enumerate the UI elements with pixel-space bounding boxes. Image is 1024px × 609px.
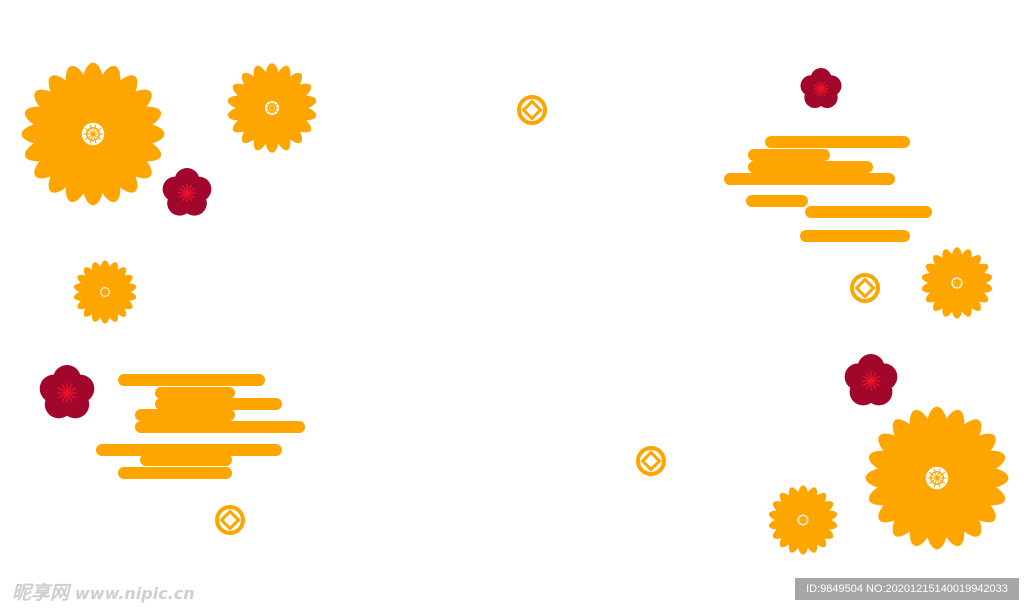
plum-blossom-top-right xyxy=(800,68,842,108)
chrysanthemum-small-bottom-right xyxy=(768,485,838,555)
watermark-brand: 昵享网 xyxy=(12,582,70,604)
coin-bottom-center xyxy=(636,446,666,476)
image-id-bar: ID:9849504 NO:20201215140019942033 xyxy=(795,578,1019,600)
coin-right xyxy=(850,273,880,303)
chrysanthemum-small-right xyxy=(921,247,993,319)
chrysanthemum-large-top-left xyxy=(21,62,165,206)
chrysanthemum-small-left xyxy=(73,260,137,324)
plum-blossom-top-left xyxy=(162,168,212,216)
plum-blossom-left xyxy=(39,365,95,419)
plum-blossom-right xyxy=(844,354,898,406)
auspicious-cloud-right xyxy=(724,136,932,242)
coin-bottom-left xyxy=(215,505,245,535)
auspicious-cloud-left xyxy=(96,374,305,479)
site-watermark: 昵享网 www.nipic.cn xyxy=(12,578,195,605)
coin-top-center xyxy=(517,95,547,125)
watermark-url: www.nipic.cn xyxy=(75,584,195,603)
chrysanthemum-medium-top-left xyxy=(227,63,317,153)
chrysanthemum-large-bottom-right xyxy=(865,406,1009,550)
